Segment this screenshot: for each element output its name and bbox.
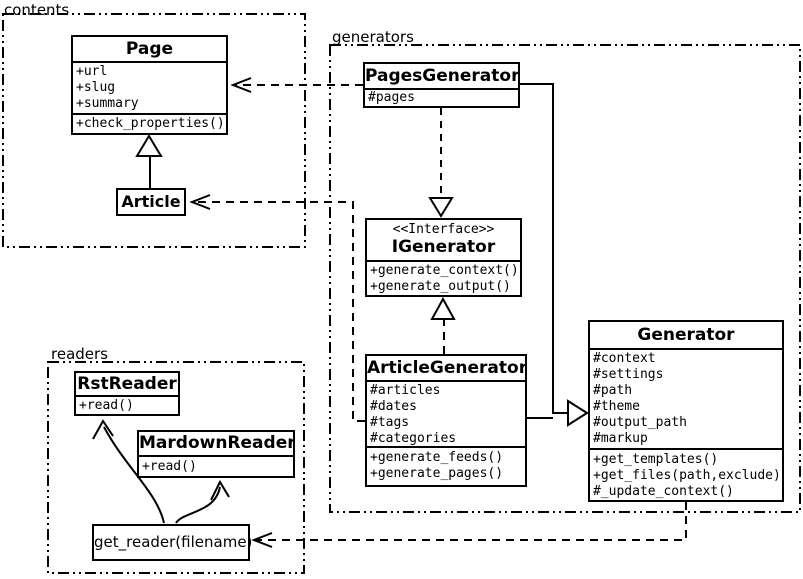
class-page: Page +url +slug +summary +check_properti… bbox=[71, 35, 228, 135]
package-label-contents: contents bbox=[4, 1, 70, 19]
attributes-compartment: #articles #dates #tags #categories bbox=[367, 380, 525, 446]
class-title-generator: Generator bbox=[637, 325, 735, 345]
methods-compartment: +generate_context() +generate_output() bbox=[367, 260, 520, 295]
package-label-generators: generators bbox=[332, 28, 414, 46]
dependency-line-articlegenerator-article bbox=[194, 201, 365, 422]
hollow-triangle-to-igenerator-top bbox=[428, 197, 454, 218]
open-arrowhead-to-page bbox=[230, 77, 252, 93]
method-generate-feeds: +generate_feeds() bbox=[370, 450, 504, 465]
attribute-markup: #markup bbox=[593, 431, 648, 446]
open-arrowhead-to-getreader bbox=[251, 532, 273, 548]
association-curve-getreader-rstreader bbox=[103, 426, 165, 524]
attribute-categories: #categories bbox=[370, 431, 457, 446]
methods-compartment: +get_templates() +get_files(path,exclude… bbox=[590, 448, 782, 500]
attributes-compartment: #pages bbox=[365, 88, 518, 106]
attribute-context: #context bbox=[593, 351, 656, 366]
attribute-dates: #dates bbox=[370, 399, 417, 414]
attributes-compartment: #context #settings #path #theme #output_… bbox=[590, 348, 782, 448]
attributes-compartment: +url +slug +summary bbox=[73, 61, 226, 113]
method-read: +read() bbox=[79, 398, 134, 413]
method-generate-context: +generate_context() bbox=[370, 263, 519, 278]
class-title-page: Page bbox=[125, 39, 174, 59]
open-arrowhead-to-rstreader bbox=[92, 419, 114, 440]
generalization-line-pagesgenerator-generator bbox=[520, 83, 568, 414]
package-border-readers bbox=[47, 361, 305, 574]
class-article-generator: ArticleGenerator #articles #dates #tags … bbox=[365, 354, 527, 487]
attribute-summary: +summary bbox=[76, 96, 139, 111]
get-reader-label: get_reader(filename) bbox=[94, 533, 253, 551]
class-article: Article bbox=[116, 188, 186, 216]
stereotype-label: <<Interface>> bbox=[392, 222, 495, 237]
association-curve-getreader-mardownreader bbox=[175, 486, 221, 524]
package-label-readers: readers bbox=[51, 345, 108, 363]
class-title-pages-generator: PagesGenerator bbox=[365, 66, 518, 86]
methods-compartment: +read() bbox=[139, 455, 293, 476]
attribute-slug: +slug bbox=[76, 80, 116, 95]
methods-compartment: +generate_feeds() +generate_pages() bbox=[367, 446, 525, 485]
attribute-path: #path bbox=[593, 383, 633, 398]
method-read: +read() bbox=[142, 459, 197, 474]
hollow-triangle-to-page bbox=[135, 134, 163, 157]
class-mardown-reader: MardownReader +read() bbox=[137, 430, 295, 478]
class-title-igenerator: IGenerator bbox=[391, 237, 496, 257]
package-border-generators bbox=[329, 44, 801, 513]
method-update-context: #_update_context() bbox=[593, 484, 734, 499]
class-rst-reader: RstReader +read() bbox=[74, 371, 180, 416]
methods-compartment: +check_properties() bbox=[73, 113, 226, 133]
class-title-rst-reader: RstReader bbox=[77, 374, 177, 394]
attribute-tags: #tags bbox=[370, 415, 410, 430]
method-get-files: +get_files(path,exclude) bbox=[593, 468, 781, 483]
method-generate-pages: +generate_pages() bbox=[370, 466, 504, 481]
hollow-triangle-to-igenerator-bottom bbox=[430, 296, 456, 320]
methods-compartment: +read() bbox=[76, 395, 178, 414]
class-pages-generator: PagesGenerator #pages bbox=[363, 62, 520, 108]
attribute-settings: #settings bbox=[593, 367, 664, 382]
method-check-properties: +check_properties() bbox=[76, 116, 225, 131]
function-box-get-reader: get_reader(filename) bbox=[92, 524, 253, 561]
package-border-contents bbox=[2, 13, 306, 248]
open-arrowhead-to-mardownreader bbox=[210, 479, 230, 501]
attribute-theme: #theme bbox=[593, 399, 640, 414]
attribute-articles: #articles bbox=[370, 383, 441, 398]
method-generate-output: +generate_output() bbox=[370, 279, 511, 294]
interface-igenerator: <<Interface>> IGenerator +generate_conte… bbox=[365, 218, 522, 297]
method-get-templates: +get_templates() bbox=[593, 452, 719, 467]
open-arrowhead-to-article bbox=[189, 194, 211, 210]
hollow-triangle-to-generator bbox=[567, 399, 589, 427]
class-title-article: Article bbox=[121, 192, 181, 211]
attribute-output-path: #output_path bbox=[593, 415, 687, 430]
attribute-url: +url bbox=[76, 64, 108, 79]
attribute-pages: #pages bbox=[368, 90, 415, 105]
interface-header: <<Interface>> IGenerator bbox=[367, 220, 520, 260]
class-title-article-generator: ArticleGenerator bbox=[367, 358, 525, 378]
dependency-line-generator-getreader bbox=[256, 502, 687, 541]
class-title-mardown-reader: MardownReader bbox=[139, 433, 293, 453]
class-generator: Generator #context #settings #path #them… bbox=[588, 320, 784, 502]
